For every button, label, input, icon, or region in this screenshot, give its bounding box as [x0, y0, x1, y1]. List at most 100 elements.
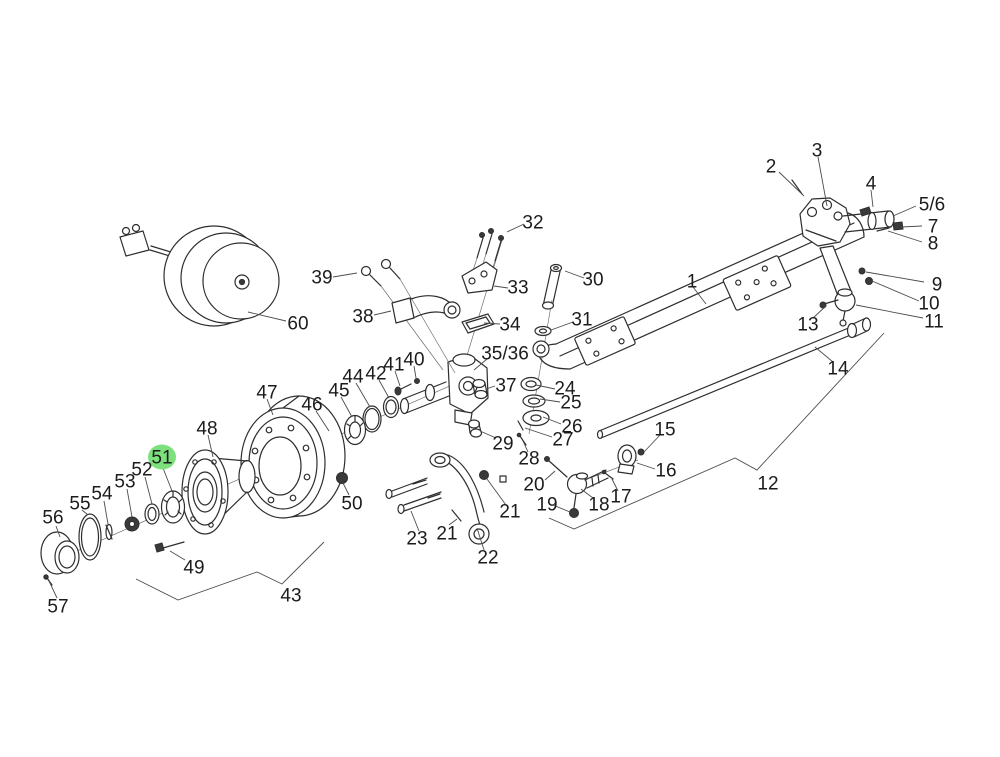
hub-drum-group — [40, 378, 420, 586]
leader-line-47 — [266, 398, 274, 416]
leader-line-26 — [542, 416, 562, 425]
upper-steering-arm — [360, 258, 461, 374]
highlight-ellipse — [148, 444, 176, 470]
thrust-washer-stack — [516, 376, 550, 446]
leader-line-19 — [552, 504, 571, 513]
part-label-40: 40 — [403, 350, 424, 371]
part-label-35/36: 35/36 — [481, 344, 529, 365]
leader-line-23 — [410, 510, 420, 532]
leader-line-27 — [524, 427, 553, 438]
part-label-7: 7 — [928, 217, 939, 238]
leader-line-14 — [814, 346, 834, 363]
part-label-20: 20 — [523, 475, 544, 496]
leader-line-33 — [493, 285, 509, 289]
part-label-23: 23 — [406, 529, 427, 550]
leader-line-25 — [539, 398, 561, 403]
part-label-24: 24 — [554, 379, 576, 400]
part-label-43: 43 — [280, 586, 301, 607]
leader-line-29 — [479, 430, 497, 439]
part-label-5/6: 5/6 — [919, 195, 945, 216]
leader-line-60 — [247, 311, 287, 322]
leader-line-48 — [207, 434, 214, 458]
leader-line-38 — [373, 310, 392, 316]
part-label-29: 29 — [492, 434, 513, 455]
leader-line-56 — [55, 525, 61, 538]
bracket-line-43 — [135, 541, 325, 601]
part-label-55: 55 — [69, 494, 90, 515]
leader-line-16 — [636, 462, 656, 470]
labels-layer: 12345/6789101112131415161718192021212223… — [42, 141, 945, 618]
part-label-17: 17 — [610, 487, 631, 508]
part-label-46: 46 — [301, 395, 322, 416]
part-label-38: 38 — [352, 307, 373, 328]
leader-line-9 — [865, 271, 925, 283]
part-label-50: 50 — [341, 494, 362, 515]
leader-line-1 — [692, 286, 707, 305]
part-label-14: 14 — [827, 359, 849, 380]
part-label-13: 13 — [797, 315, 818, 336]
leader-line-8 — [887, 230, 923, 243]
right-knuckle-assembly — [791, 179, 904, 327]
leader-line-3 — [817, 156, 828, 207]
part-label-31: 31 — [571, 310, 592, 331]
leader-line-15 — [643, 433, 662, 453]
part-label-51: 51 — [151, 448, 172, 469]
part-label-44: 44 — [342, 367, 364, 388]
tie-rod — [596, 317, 872, 440]
part-label-1: 1 — [687, 272, 698, 293]
leader-line-42 — [378, 379, 390, 399]
leader-line-45 — [340, 396, 353, 418]
part-label-18: 18 — [588, 495, 609, 516]
part-label-28: 28 — [518, 449, 539, 470]
leader-line-13 — [812, 305, 827, 319]
left-knuckle — [399, 353, 489, 438]
part-label-30: 30 — [582, 270, 603, 291]
tie-rod-end-and-clamp — [544, 444, 645, 518]
leader-line-10 — [871, 280, 920, 302]
part-label-56: 56 — [42, 508, 63, 529]
part-label-48: 48 — [196, 419, 217, 440]
part-label-37: 37 — [495, 376, 516, 397]
part-label-15: 15 — [654, 420, 675, 441]
leader-line-30 — [564, 270, 585, 279]
leader-line-49 — [169, 550, 186, 561]
leader-line-39 — [332, 272, 358, 278]
part-label-12: 12 — [757, 474, 778, 495]
leader-line-17 — [611, 478, 619, 492]
brake-chamber — [119, 223, 280, 327]
leader-line-22 — [476, 527, 485, 551]
leader-line-53 — [126, 488, 133, 518]
leader-line-34 — [483, 322, 501, 325]
leader-line-5/6 — [892, 205, 917, 217]
part-label-16: 16 — [655, 461, 676, 482]
leader-line-46 — [315, 410, 330, 432]
leader-line-55 — [81, 509, 89, 516]
kingpin-and-washer — [534, 263, 563, 337]
part-label-19: 19 — [536, 495, 557, 516]
part-label-49: 49 — [183, 558, 204, 579]
part-label-27: 27 — [552, 430, 573, 451]
leader-line-21b — [448, 518, 458, 526]
leader-line-40 — [413, 365, 417, 379]
part-label-21a: 21 — [499, 502, 520, 523]
leader-line-54 — [103, 500, 109, 525]
part-label-4: 4 — [866, 174, 877, 195]
leader-line-41 — [394, 370, 401, 387]
axle-beam — [532, 212, 865, 370]
part-label-33: 33 — [507, 278, 528, 299]
part-label-47: 47 — [256, 383, 277, 404]
part-label-11: 11 — [924, 312, 944, 333]
leader-line-7 — [900, 225, 923, 228]
leader-line-11 — [855, 304, 924, 319]
part-label-32: 32 — [522, 213, 543, 234]
part-label-60: 60 — [287, 314, 308, 335]
leader-line-18 — [580, 488, 594, 499]
leader-line-28 — [522, 440, 529, 453]
part-label-10: 10 — [918, 294, 939, 315]
leader-line-57 — [48, 580, 58, 599]
leader-line-44 — [355, 382, 371, 408]
part-label-2: 2 — [766, 157, 777, 178]
part-label-42: 42 — [365, 364, 386, 385]
part-label-25: 25 — [560, 393, 581, 414]
